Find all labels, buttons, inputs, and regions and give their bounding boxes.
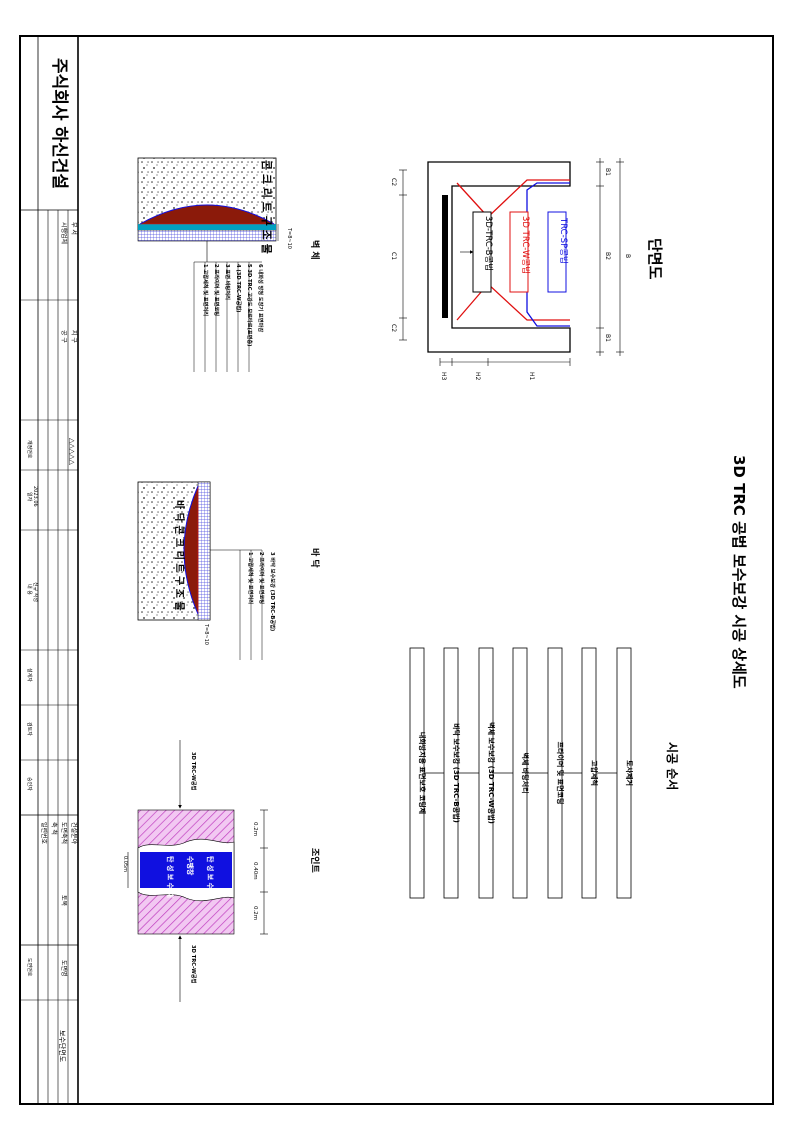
wall-step-3: 3 표면 바탕처리 — [224, 264, 232, 300]
tb-drawing-name-label: 도면명 — [60, 960, 68, 977]
joint-callout-top: 3D TRC-W공법 — [190, 752, 198, 791]
process-step-label: 프라이머 및 표면코팅 — [556, 742, 565, 805]
process-step-label: 토사제거 — [625, 760, 634, 786]
joint-text-b: 탄 성 보 수 재 — [166, 856, 175, 898]
wall-step-5: 5 3D TRC 고강도 모르타르(표면층) — [246, 264, 254, 347]
dim-c2-top: C2 — [390, 178, 397, 186]
joint-dim-right: 0.2m — [252, 906, 258, 920]
floor-step-3: 3 바닥 보수보강 (3D TRC-B공법) — [269, 552, 277, 631]
dim-b1-bottom: B1 — [604, 334, 611, 342]
process-step-box — [616, 647, 632, 899]
dim-h3: H3 — [440, 372, 447, 381]
dim-b1-top: B1 — [604, 168, 611, 176]
process-step-label: 벽체 보수보강 (3D TRC-W공법) — [487, 722, 496, 824]
joint-callout-bottom: 3D TRC-W공법 — [190, 945, 198, 984]
tb-designer: 설계자 — [26, 668, 33, 682]
floor-step-1: 1 고압세척 및 표면처리 — [247, 552, 255, 604]
outer-frame — [19, 35, 774, 1105]
floor-detail: 바 닥 바 닥 콘 크 리 트 구 조 물 3 바닥 보수보강 (3D TRC-… — [137, 481, 321, 660]
joint-detail: 조인트 탄 성 보 수 재 수팽창 탄 성 보 수 재 3D TRC-W공법 3… — [122, 740, 320, 1002]
tb-dept-value: 시행업체 — [60, 222, 68, 244]
tb-drawing-cat-label: 도면축척 — [60, 822, 68, 844]
wall-step-6: 6 내화성 방청 도장기 표면마감 — [257, 264, 265, 332]
floor-body-text: 바 닥 콘 크 리 트 구 조 물 — [173, 500, 186, 611]
process-step-box — [547, 647, 563, 899]
process-step-box — [478, 647, 494, 899]
process-order: 시공 순서 토사제거 고압세척 프라이머 및 표면코팅 벽체 바탕처리 벽체 보수보강 … — [409, 647, 680, 899]
dim-c2-bottom: C2 — [390, 324, 397, 332]
tb-date-value: 2023.06 — [32, 486, 38, 507]
label-trc-w: 3D TRC-W공법 — [520, 216, 531, 274]
revision-marks: △△△△△ — [68, 438, 76, 466]
tb-drawing-name-value: 보수단면도 — [58, 1030, 67, 1063]
tb-dept-label: 부 서 — [70, 222, 78, 235]
company-name: 주식회사 하신건설 — [49, 58, 69, 189]
tb-scale-label: 축 척 — [50, 822, 58, 835]
tb-drawing-no-label: 도면번호 — [26, 958, 33, 977]
floor-title: 바 닥 — [309, 548, 321, 568]
floor-step-2: 2 프라이머 및 표면코팅 — [258, 552, 266, 604]
dim-b: B — [624, 254, 631, 258]
tb-checker: 검토자 — [26, 722, 33, 736]
wall-detail: 벽 체 콘 크 리 트 구 조 물 6 내화성 방청 도장기 표면마감 5 3D… — [137, 157, 321, 372]
tb-region-label: 지 구 — [70, 330, 78, 343]
joint-text-a: 탄 성 보 수 재 — [206, 856, 215, 898]
joint-center: 수팽창 — [186, 856, 195, 876]
floor-dim: T=8~10 — [203, 623, 209, 645]
cross-section-diagram: 단면도 TRC-SP공법 3D TRC-W공법 3D-TRC-B공법 B1 B2… — [390, 158, 664, 381]
wall-title: 벽 체 — [309, 240, 321, 260]
dim-h1: H1 — [528, 372, 535, 381]
process-step-label: 벽체 바탕처리 — [521, 752, 530, 793]
label-box-trc-sp — [547, 211, 567, 293]
tb-date-label: 일자 — [26, 492, 33, 502]
tb-scale-value: 토목 — [60, 895, 67, 907]
label-box-trc-w — [509, 211, 529, 293]
joint-dim-middle: 0.40m — [252, 862, 258, 880]
joint-dim-gap: 0.05m — [122, 856, 128, 872]
label-trc-sp: TRC-SP공법 — [558, 217, 569, 264]
tb-content-label: 내 용 — [26, 584, 33, 595]
main-title: 3D TRC 공법 보수보강 시공 상세도 — [730, 455, 748, 689]
process-step-box — [409, 647, 425, 899]
joint-title: 조인트 — [309, 848, 320, 874]
tb-content-value: 신규 작성 — [32, 582, 39, 602]
process-step-box — [581, 647, 597, 899]
tb-revision-label: 개정번호 — [26, 440, 33, 459]
section-title: 단면도 — [646, 238, 664, 280]
tb-number-label: 일련번호 — [40, 822, 48, 845]
process-step-label: 바닥 보수보강 (3D TRC-B공법) — [452, 723, 461, 823]
wall-body-text: 콘 크 리 트 구 조 물 — [260, 160, 274, 254]
label-trc-b: 3D-TRC-B공법 — [483, 216, 494, 271]
tb-project-label: 건설분야 — [70, 822, 78, 845]
wall-step-2: 2 프라이머 및 표면코팅 — [213, 264, 221, 316]
process-step-label: 고압세척 — [590, 760, 599, 786]
wall-dim: T=8~10 — [286, 227, 292, 249]
wall-step-1: 1 고압세척 및 표면처리 — [202, 264, 210, 316]
process-step-box — [443, 647, 459, 899]
process-title: 시공 순서 — [665, 742, 680, 790]
process-step-box — [512, 647, 528, 899]
dim-h2: H2 — [474, 372, 481, 381]
title-block: 주식회사 하신건설 부 서 시행업체 지 구 공 구 △△△△△ 개정번호 20… — [26, 58, 78, 1063]
tb-region-value: 공 구 — [60, 330, 67, 343]
joint-dim-left: 0.2m — [252, 822, 258, 836]
process-step-label: 내화방지용 표면보호 코팅제 — [418, 732, 427, 814]
dim-c1: C1 — [390, 252, 397, 260]
tb-approver: 승인자 — [26, 777, 33, 791]
dim-b2: B2 — [604, 252, 611, 260]
wall-step-4: 4 (3D TRC-W공법) — [235, 264, 243, 313]
